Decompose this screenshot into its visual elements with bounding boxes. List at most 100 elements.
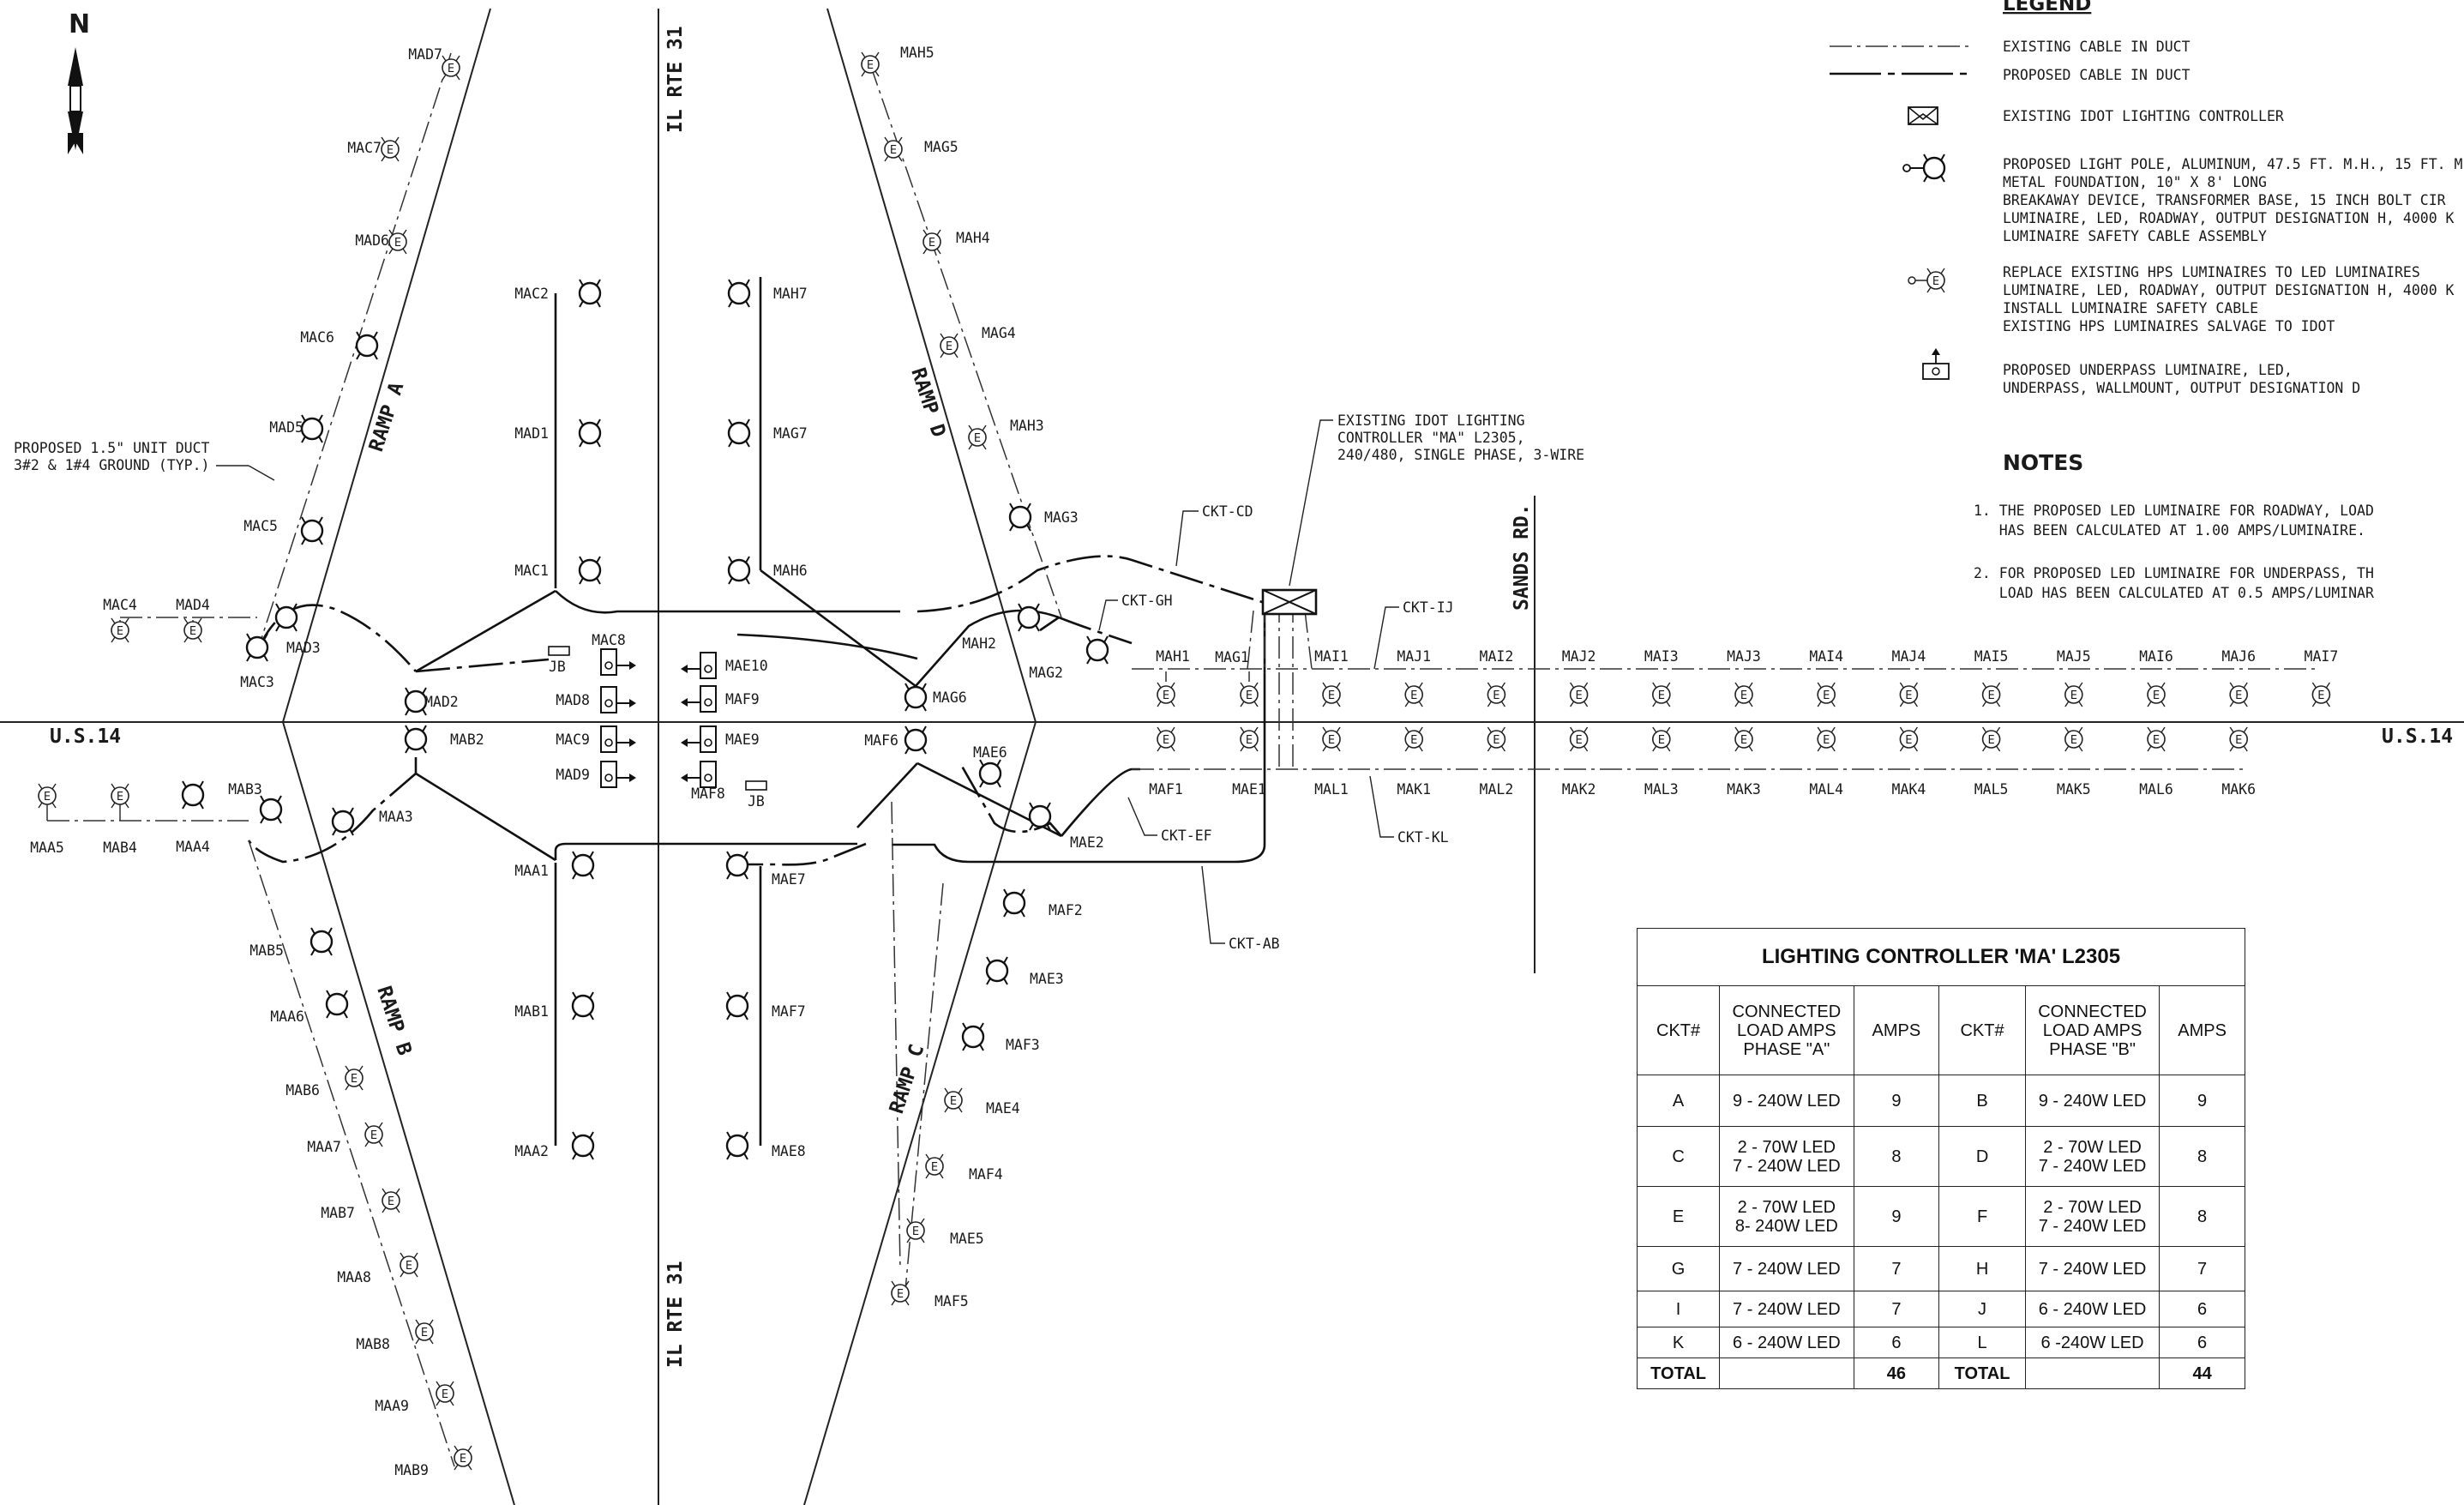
replaced-luminaire: MAK5	[2057, 726, 2091, 798]
proposed-light-pole: MAE7	[725, 850, 806, 888]
legend-underpass-line-2: UNDERPASS, WALLMOUNT, OUTPUT DESIGNATION…	[2003, 380, 2360, 396]
legend-title: LEGEND	[2003, 0, 2091, 15]
cell-ckt-b: H	[1938, 1246, 2026, 1291]
pole-label: MAA8	[337, 1269, 371, 1285]
legend-pole-line-4: LUMINAIRE, LED, ROADWAY, OUTPUT DESIGNAT…	[2003, 210, 2455, 226]
luminaire-icon	[940, 333, 959, 358]
pole-label: MAE3	[1030, 971, 1064, 987]
luminaire-icon	[1157, 726, 1175, 752]
pole-label: MAD7	[408, 46, 442, 63]
cell-amps-b: 6	[2159, 1327, 2245, 1358]
replaced-luminaire: MAL4	[1809, 726, 1843, 798]
luminaire-icon	[2064, 682, 2083, 707]
proposed-light-pole: MAA2	[514, 1130, 595, 1161]
header-load-b: CONNECTED LOAD AMPS PHASE "B"	[2024, 985, 2161, 1075]
luminaire-icon	[111, 783, 129, 809]
proposed-light-pole: MAD3	[274, 602, 321, 656]
pole-label: MAC3	[240, 674, 274, 690]
ckt-cd-label: CKT-CD	[1202, 503, 1253, 520]
replaced-luminaire: MAH3	[968, 418, 1044, 450]
proposed-light-pole: MAB1	[514, 990, 595, 1021]
proposed-light-pole: MAA1	[514, 850, 595, 881]
underpass-luminaire: MAD9	[556, 761, 636, 788]
pole-label: MAC6	[300, 329, 334, 346]
legend-replace-line-1: REPLACE EXISTING HPS LUMINAIRES TO LED L…	[2003, 264, 2420, 280]
pole-label: MAF6	[864, 732, 898, 749]
luminaire-icon	[1981, 682, 2001, 707]
light-pole-icon	[727, 278, 751, 309]
cell-load-b: 6 -240W LED	[2024, 1327, 2161, 1358]
pole-label: MAH2	[962, 635, 996, 652]
light-pole-icon	[300, 413, 324, 444]
pole-label: MAH3	[1010, 418, 1044, 434]
replaced-luminaire: MAI5	[1974, 648, 2008, 707]
luminaire-icon	[944, 1087, 963, 1113]
light-pole-icon	[904, 725, 928, 756]
pole-label: MAK6	[2221, 781, 2256, 798]
luminaire-icon	[1569, 726, 1589, 752]
pole-label: MAJ2	[1562, 648, 1596, 665]
light-pole-icon	[404, 686, 428, 717]
ckt-ab-label: CKT-AB	[1229, 936, 1280, 952]
controller-load-table: LIGHTING CONTROLLER 'MA' L2305 CKT# CONN…	[1636, 928, 2245, 1389]
note-1-line-2: HAS BEEN CALCULATED AT 1.00 AMPS/LUMINAI…	[1974, 522, 2365, 539]
luminaire-icon	[442, 55, 460, 81]
pole-label: MAI1	[1314, 648, 1349, 665]
proposed-light-pole: MAB2	[404, 724, 484, 755]
underpass-luminaire: MAD8	[556, 686, 636, 713]
underpass-luminaire-icon	[700, 652, 717, 679]
il31-bottom-label: IL RTE 31	[664, 1261, 687, 1368]
total-amps-b: 44	[2159, 1358, 2245, 1389]
cell-amps-a: 9	[1853, 1186, 1940, 1247]
light-pole-icon	[274, 602, 298, 633]
light-pole-icon	[725, 850, 749, 881]
light-pole-icon	[904, 682, 928, 713]
light-pole-icon	[571, 1130, 595, 1161]
replaced-luminaire: MAK1	[1397, 726, 1431, 798]
underpass-label: MAE10	[725, 658, 768, 674]
cell-load-a: 9 - 240W LED	[1719, 1075, 1854, 1127]
pole-label: MAC1	[514, 563, 549, 579]
luminaire-icon	[1981, 726, 2001, 752]
junction-box	[745, 780, 767, 791]
light-pole-icon	[961, 1021, 985, 1052]
light-pole-icon	[1085, 635, 1109, 665]
light-pole-icon	[325, 989, 349, 1020]
sands-road-label: SANDS RD.	[1511, 503, 1533, 611]
pole-label: MAE5	[950, 1231, 984, 1247]
underpass-luminaire: MAE9	[681, 725, 760, 753]
ckt-ij-label: CKT-IJ	[1403, 599, 1454, 616]
luminaire-icon	[1240, 726, 1259, 752]
underpass-luminaire-icon	[600, 761, 617, 788]
pole-label: MAI7	[2305, 648, 2339, 665]
replaced-luminaire: MAB6	[285, 1065, 364, 1099]
junction-box	[548, 646, 570, 656]
underpass-luminaire: MAF9	[681, 685, 760, 713]
pole-label: MAE2	[1070, 834, 1104, 851]
luminaire-icon	[38, 783, 57, 809]
light-pole-icon	[578, 278, 602, 309]
cell-ckt-b: J	[1938, 1291, 2026, 1327]
pole-label: MAF7	[772, 1003, 806, 1020]
pole-label: MAE1	[1232, 781, 1266, 798]
luminaire-icon	[922, 229, 941, 255]
light-pole-icon	[300, 515, 324, 546]
header-amps-b: AMPS	[2159, 985, 2245, 1075]
pole-label: MAH7	[773, 286, 808, 302]
luminaire-icon	[1487, 726, 1506, 752]
pole-label: MAD4	[176, 597, 210, 613]
legend-proposed-cable: PROPOSED CABLE IN DUCT	[2003, 67, 2191, 83]
proposed-light-pole: MAG3	[1008, 502, 1079, 533]
table-title: LIGHTING CONTROLLER 'MA' L2305	[1637, 928, 2245, 985]
pole-label: MAJ6	[2221, 648, 2256, 665]
light-pole-icon	[310, 926, 334, 957]
underpass-luminaire-icon	[700, 725, 717, 753]
replaced-luminaire: MAB9	[394, 1445, 472, 1478]
luminaire-icon	[364, 1122, 383, 1147]
cell-amps-b: 7	[2159, 1246, 2245, 1291]
